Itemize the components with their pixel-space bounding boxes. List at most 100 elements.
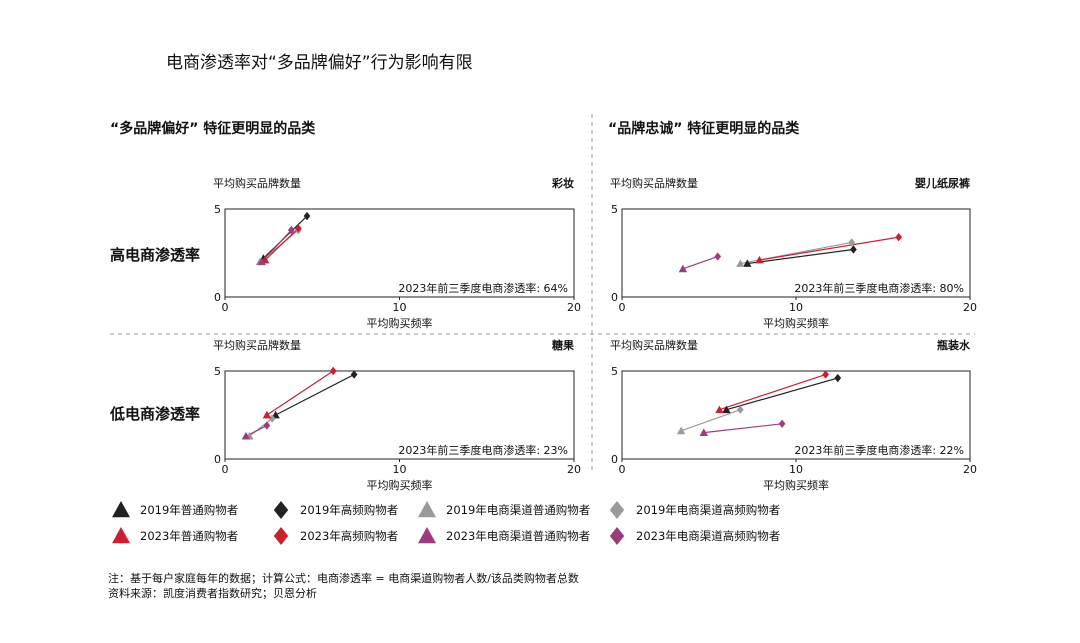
x-tick-label: 10 [393,463,407,476]
x-tick-label: 10 [393,301,407,314]
page-title: 电商渗透率对“多品牌偏好”行为影响有限 [166,53,473,73]
point-diamond [822,370,829,379]
legend-item: 2023年电商渠道普通购物者 [416,525,590,547]
legend-label: 2019年高频购物者 [300,503,399,517]
section-title-left: “多品牌偏好” 特征更明显的品类 [110,121,316,137]
series-link [264,227,299,261]
series-link [726,377,838,411]
legend-label: 2023年电商渠道普通购物者 [446,529,591,543]
series-link [747,248,854,265]
y-tick-label: 5 [611,203,618,216]
point-diamond [263,421,271,430]
chart-title: 糖果 [552,338,574,352]
point-diamond [736,405,744,414]
chart-title: 瓶装水 [937,338,971,352]
x-tick-label: 20 [963,301,977,314]
diamond-icon [609,527,625,545]
point-triangle [755,255,764,264]
y-axis-label: 平均购买品牌数量 [610,176,698,190]
y-tick-label: 0 [611,453,618,466]
diamond-icon [273,501,289,519]
series-link [682,255,718,270]
x-axis-label: 平均购买频率 [367,478,433,492]
note-source: 资料来源：凯度消费者指数研究；贝恩分析 [108,587,317,600]
triangle-icon [112,527,130,544]
series-link [759,236,899,261]
point-triangle [678,264,688,273]
series-link [275,373,355,416]
triangle-icon [418,527,436,544]
y-axis-label: 平均购买品牌数量 [610,338,698,352]
x-tick-label: 20 [567,463,581,476]
x-axis-label: 平均购买频率 [367,316,433,330]
legend-item: 2019年高频购物者 [270,499,398,521]
series-link [680,409,741,432]
diamond-icon [273,527,289,545]
point-diamond [287,225,295,235]
x-tick-label: 10 [789,301,803,314]
y-axis-label: 平均购买品牌数量 [213,176,301,190]
x-tick-label: 10 [789,463,803,476]
point-triangle [676,426,686,435]
row-label-high: 高电商渗透率 [110,246,201,264]
legend-item: 2019年普通购物者 [110,499,238,521]
y-tick-label: 5 [214,365,221,378]
chart-annotation: 2023年前三季度电商渗透率: 23% [398,443,568,457]
x-tick-label: 20 [567,301,581,314]
series-link [719,373,826,411]
legend-item: 2023年高频购物者 [270,525,398,547]
diamond-icon [609,501,625,519]
chart-annotation: 2023年前三季度电商渗透率: 22% [794,443,964,457]
x-tick-label: 0 [222,301,229,314]
legend-label: 2019年电商渠道高频购物者 [636,503,781,517]
legend-label: 2023年高频购物者 [300,529,399,543]
point-diamond [294,224,302,233]
chart-annotation: 2023年前三季度电商渗透率: 80% [794,281,964,295]
y-tick-label: 0 [611,291,618,304]
row-label-low: 低电商渗透率 [110,405,201,423]
point-diamond [268,414,276,423]
point-diamond [329,366,337,376]
legend-label: 2023年普通购物者 [140,529,239,543]
legend-label: 2019年电商渠道普通购物者 [446,503,591,517]
series-link [703,423,783,434]
legend-item: 2019年电商渠道高频购物者 [606,499,780,521]
point-diamond [848,238,856,247]
legend-label: 2019年普通购物者 [140,503,239,517]
point-triangle [736,259,745,267]
point-triangle [699,428,708,436]
point-diamond [303,211,311,221]
triangle-icon [418,501,436,518]
point-diamond [350,370,358,379]
series-link [261,229,292,263]
point-triangle [743,259,752,267]
point-triangle [722,405,731,414]
x-axis-label: 平均购买频率 [763,478,829,492]
legend-item: 2019年电商渠道普通购物者 [416,499,590,521]
section-title-right: “品牌忠诚” 特征更明显的品类 [608,121,800,137]
point-triangle [262,410,272,419]
y-tick-label: 5 [214,203,221,216]
triangle-icon [112,501,130,518]
chart-title: 婴儿纸尿裤 [915,176,970,190]
point-triangle [715,405,724,414]
legend-item: 2023年普通购物者 [110,525,238,547]
x-axis-label: 平均购买频率 [763,316,829,330]
point-triangle [257,257,266,266]
chart-title: 彩妆 [551,176,574,190]
series-link [266,370,334,416]
y-tick-label: 0 [214,291,221,304]
x-tick-label: 20 [963,463,977,476]
point-diamond [834,373,842,383]
series-link [249,418,273,437]
y-axis-label: 平均购买品牌数量 [213,338,301,352]
y-tick-label: 5 [611,365,618,378]
y-tick-label: 0 [214,453,221,466]
point-diamond [895,232,903,242]
x-tick-label: 0 [222,463,229,476]
